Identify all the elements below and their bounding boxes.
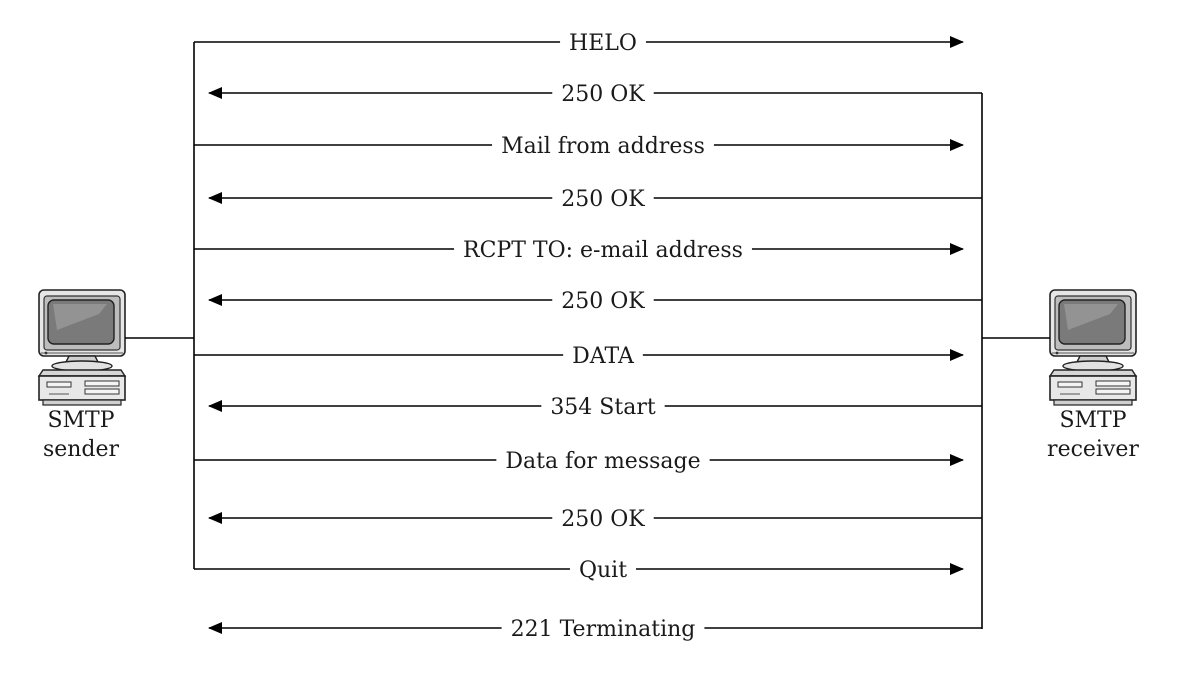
message-request: HELO bbox=[194, 31, 964, 56]
message-label: 250 OK bbox=[561, 187, 645, 212]
message-request: Data for message bbox=[194, 449, 964, 474]
message-label: 250 OK bbox=[561, 82, 645, 107]
message-request: DATA bbox=[194, 344, 964, 369]
receiver-label-line-2: receiver bbox=[1047, 437, 1139, 462]
message-reply: 250 OK bbox=[208, 507, 982, 532]
message-reply: 354 Start bbox=[208, 395, 982, 420]
message-label: Quit bbox=[579, 558, 627, 583]
message-request: RCPT TO: e-mail address bbox=[194, 238, 964, 263]
message-label: RCPT TO: e-mail address bbox=[463, 238, 743, 263]
message-reply: 250 OK bbox=[208, 187, 982, 212]
message-request: Quit bbox=[194, 558, 964, 583]
message-request: Mail from address bbox=[194, 134, 964, 159]
smtp-receiver-node: SMTP receiver bbox=[1047, 289, 1139, 462]
message-label: 354 Start bbox=[550, 395, 656, 420]
message-label: DATA bbox=[572, 344, 635, 369]
message-reply: 250 OK bbox=[208, 82, 982, 107]
message-list: HELO 250 OK Mail from address 250 OK RCPT TO… bbox=[194, 31, 982, 642]
message-reply: 250 OK bbox=[208, 289, 982, 314]
message-label: 221 Terminating bbox=[511, 617, 696, 642]
sender-computer-icon bbox=[38, 289, 126, 406]
receiver-computer-icon bbox=[1049, 289, 1137, 406]
message-label: Mail from address bbox=[501, 134, 705, 159]
message-label: Data for message bbox=[505, 449, 700, 474]
receiver-label-line-1: SMTP bbox=[1059, 408, 1126, 433]
message-label: 250 OK bbox=[561, 507, 645, 532]
message-label: 250 OK bbox=[561, 289, 645, 314]
sender-label-line-1: SMTP bbox=[47, 408, 114, 433]
smtp-sender-node: SMTP sender bbox=[38, 289, 126, 462]
message-reply: 221 Terminating bbox=[208, 617, 982, 642]
message-label: HELO bbox=[569, 31, 637, 56]
sender-label-line-2: sender bbox=[43, 437, 120, 462]
